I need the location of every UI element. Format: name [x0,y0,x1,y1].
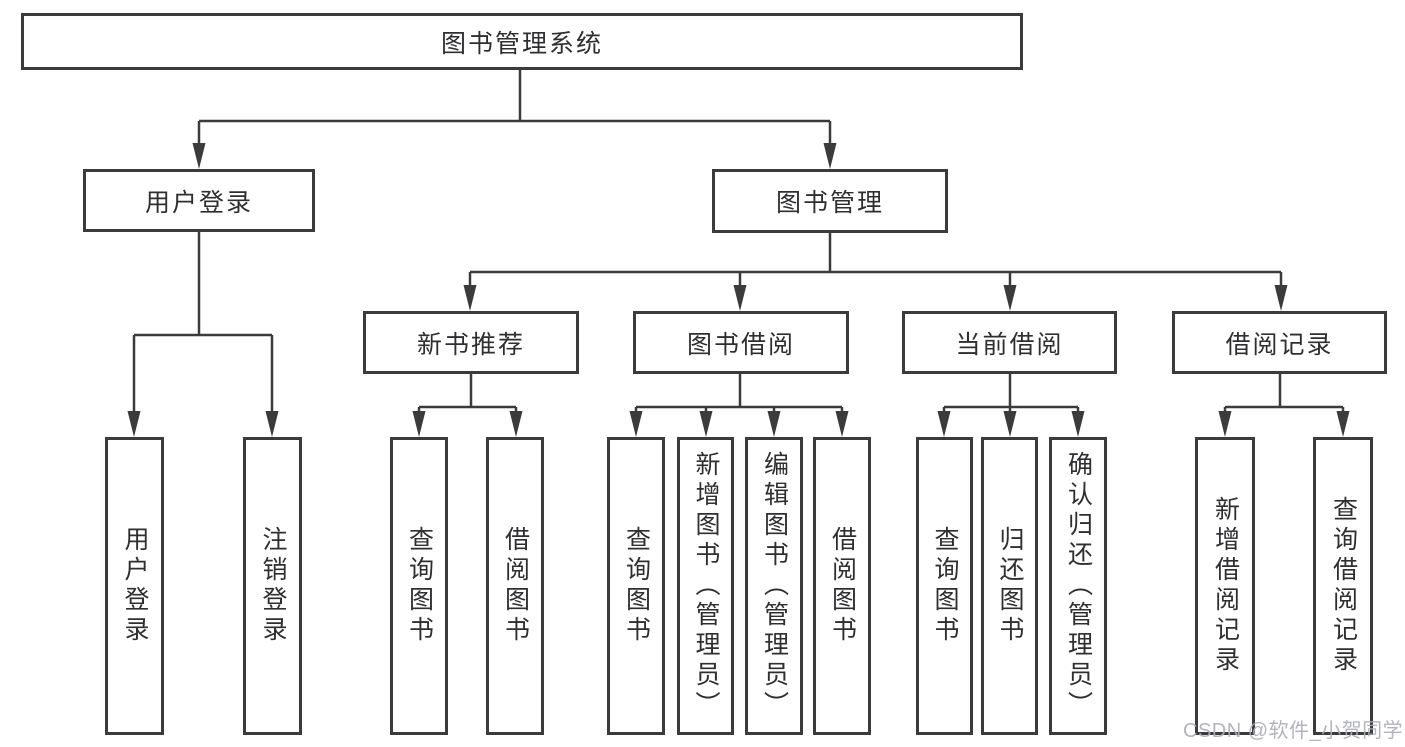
connector-paths [132,70,1345,418]
node-current-borrowing: 当前借阅 [902,311,1117,374]
node-leaf-query-books-3: 查询图书 [916,437,973,735]
node-leaf-add-borrow-record: 新增借阅记录 [1195,437,1255,735]
node-leaf-add-books-admin: 新增图书（管理员） [677,437,734,735]
node-leaf-borrow-books-1: 借阅图书 [486,437,544,735]
node-leaf-borrow-books-2: 借阅图书 [813,437,871,735]
node-leaf-query-books-2: 查询图书 [607,437,665,735]
node-book-borrowing: 图书借阅 [633,311,849,374]
node-book-management: 图书管理 [712,169,948,233]
node-leaf-user-login: 用户登录 [105,437,164,735]
node-new-book-recommend: 新书推荐 [363,311,579,374]
node-leaf-confirm-return-admin: 确认归还（管理员） [1049,437,1107,735]
csdn-watermark: CSDN @软件_小贺同学 [1183,720,1404,742]
node-borrowing-records: 借阅记录 [1172,311,1387,374]
node-leaf-edit-books-admin: 编辑图书（管理员） [745,437,803,735]
arrowheads [127,143,1350,437]
node-leaf-query-books-1: 查询图书 [390,437,448,735]
node-leaf-logout: 注销登录 [243,437,302,735]
node-leaf-query-borrow-record: 查询借阅记录 [1313,437,1373,735]
node-user-login: 用户登录 [83,169,315,232]
node-leaf-return-books: 归还图书 [981,437,1038,735]
node-library-management-system: 图书管理系统 [21,13,1023,70]
